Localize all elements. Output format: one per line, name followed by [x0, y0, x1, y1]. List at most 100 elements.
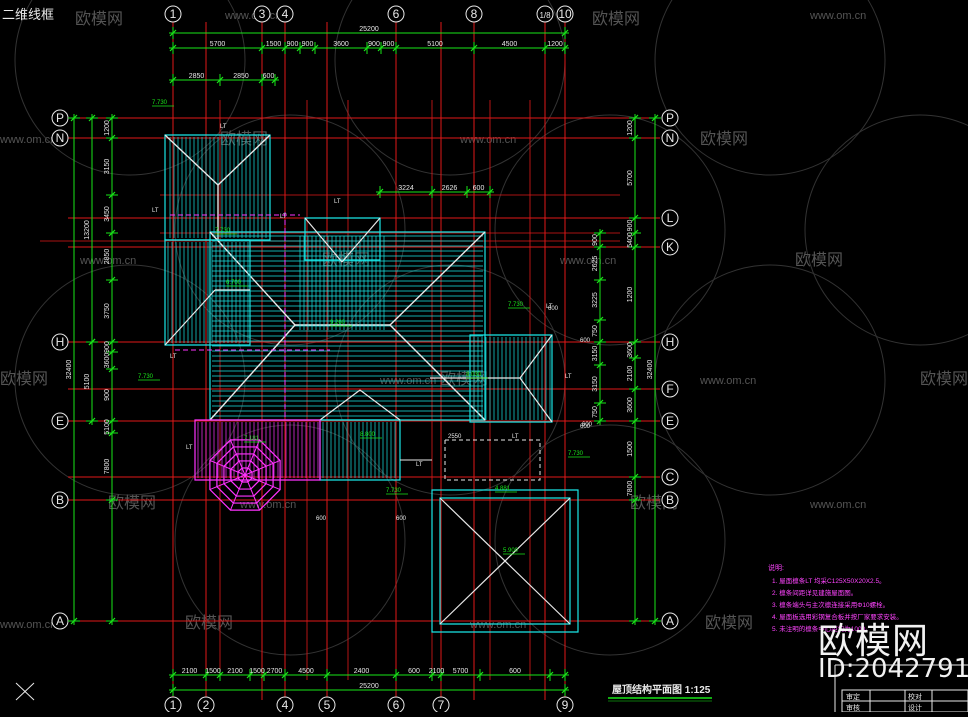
roof-gazebo-rib: [229, 474, 246, 511]
grid-bubble-right: F: [661, 380, 679, 398]
dim-bottom-value: 2100: [182, 668, 198, 675]
dim-right-inner-value: 2625: [592, 256, 599, 272]
elevation-value: 8.800: [360, 432, 376, 438]
grid-bubble: [51, 333, 69, 351]
watermark-url: www.om.cn: [0, 134, 56, 146]
dim-right-inner-value: 3150: [592, 346, 599, 362]
elevation-value: 7.730: [138, 374, 154, 380]
grid-bubble-label: E: [56, 414, 64, 428]
grid-bubble-label: 3: [259, 7, 266, 21]
dim-bottom-total-value: 25200: [359, 683, 379, 690]
dim-bottom-tick: [216, 671, 224, 679]
grid-bubble-bottom: 7: [432, 696, 450, 714]
roof-gazebo-ring: [216, 446, 274, 504]
watermark-brand: 欧模网: [220, 130, 268, 148]
misc-dimension: 600: [580, 424, 591, 430]
dim-left-value: 5100: [104, 419, 111, 435]
dim-right-inner-value: 750: [592, 406, 599, 418]
watermark-brand: 欧模网: [795, 251, 843, 269]
grid-bubble-left: B: [51, 491, 69, 509]
dim-top-tick: [470, 44, 478, 52]
roof-south-outline: [319, 419, 401, 481]
dim-right-value: 1200: [627, 120, 634, 136]
grid-bubble-label: E: [666, 414, 674, 428]
purlin-tag-lt: LT: [280, 214, 287, 220]
dim-right-tick: [631, 617, 639, 625]
dim-top-total-tick: [169, 29, 177, 37]
grid-bubble: [661, 238, 679, 256]
grid-bubble-right: A: [661, 612, 679, 630]
dim-right-inner-tick: [596, 417, 604, 425]
dim-left-tick: [108, 417, 116, 425]
dim-left-total-a-tick: [88, 114, 96, 122]
model-id: ID:2042791: [818, 654, 968, 684]
dim-left-total-b-value: 5100: [84, 374, 91, 390]
grid-bubble-label: 9: [562, 698, 569, 712]
watermark-circle: [654, 0, 886, 176]
grid-bubble-top: 8: [465, 5, 483, 23]
purlin-tag-lt: LT: [416, 462, 423, 468]
dim-top-value: 1500: [266, 41, 282, 48]
dim-top-value: 5700: [210, 41, 226, 48]
grid-bubble: [661, 468, 679, 486]
dim-right-tick: [631, 229, 639, 237]
watermark-brand: 欧模网: [108, 494, 156, 512]
viewport-style-label[interactable]: 二维线框: [2, 7, 55, 22]
dim-top-tick: [311, 44, 319, 52]
misc-dimension: 600: [582, 422, 593, 428]
dim-top-tick: [363, 44, 371, 52]
elevation-value: 9.260: [330, 320, 346, 326]
dim-left-tick: [108, 429, 116, 437]
grid-bubble-right: C: [661, 468, 679, 486]
dim-top-tick: [377, 44, 385, 52]
dim-top-total-value: 25200: [359, 26, 379, 33]
grid-bubble-label: K: [666, 240, 674, 254]
grid-bubble: [465, 5, 483, 23]
dim-right-inner-tick: [596, 243, 604, 251]
dim-right-value: 1200: [627, 287, 634, 303]
dim-top-value: 900: [302, 41, 314, 48]
purlin-tag-lt: LT: [152, 208, 159, 214]
roof-gazebo-rib: [229, 439, 246, 476]
grid-bubble-top: 3: [253, 5, 271, 23]
dim-top-value: 3600: [333, 41, 349, 48]
grid-bubble: [661, 612, 679, 630]
dim-top-value: 4500: [502, 41, 518, 48]
roof-east-hip: [519, 377, 553, 423]
dim-left-value: 3150: [104, 159, 111, 175]
dim-bottom-tick: [428, 671, 436, 679]
elevation-value: 7.730: [386, 488, 402, 494]
dim-right-inner-value: 900: [592, 234, 599, 246]
watermark-url: www.om.cn: [699, 375, 756, 387]
watermark-brand: 欧模网: [920, 370, 968, 388]
dim-left-total-c-value: 32400: [66, 360, 73, 380]
brand-logo-text: 欧模网: [818, 621, 930, 662]
dim-top-tick: [169, 44, 177, 52]
dim-mid-tick: [486, 188, 494, 196]
dim-right-value: 900: [627, 220, 634, 232]
dim-bottom-tick: [202, 671, 210, 679]
dim-left-total-b-tick: [88, 417, 96, 425]
dim-right-tick: [631, 385, 639, 393]
roof-main-hip: [209, 324, 296, 421]
dim-top-tick: [281, 44, 289, 52]
dim-top-value: 900: [383, 41, 395, 48]
dim-right-tick: [631, 354, 639, 362]
elevation-value: 7.730: [152, 100, 168, 106]
dim-left-total-c-tick: [70, 617, 78, 625]
purlin-tag-lt: LT: [546, 304, 553, 310]
dim-bottom-tick: [476, 671, 484, 679]
wall-dashed-outline: [444, 439, 541, 481]
watermark-circle: [14, 0, 246, 176]
dim-right-inner-value: 750: [592, 325, 599, 337]
dim-right-tick: [631, 473, 639, 481]
dim-bottom-value: 600: [408, 668, 420, 675]
grid-bubble-label: 5: [324, 698, 331, 712]
dim-bottom-value: 600: [509, 668, 521, 675]
grid-bubble-left: A: [51, 612, 69, 630]
watermark-url: www.om.cn: [224, 10, 281, 22]
grid-bubble: [51, 491, 69, 509]
watermark-url: www.om.cn: [239, 499, 296, 511]
